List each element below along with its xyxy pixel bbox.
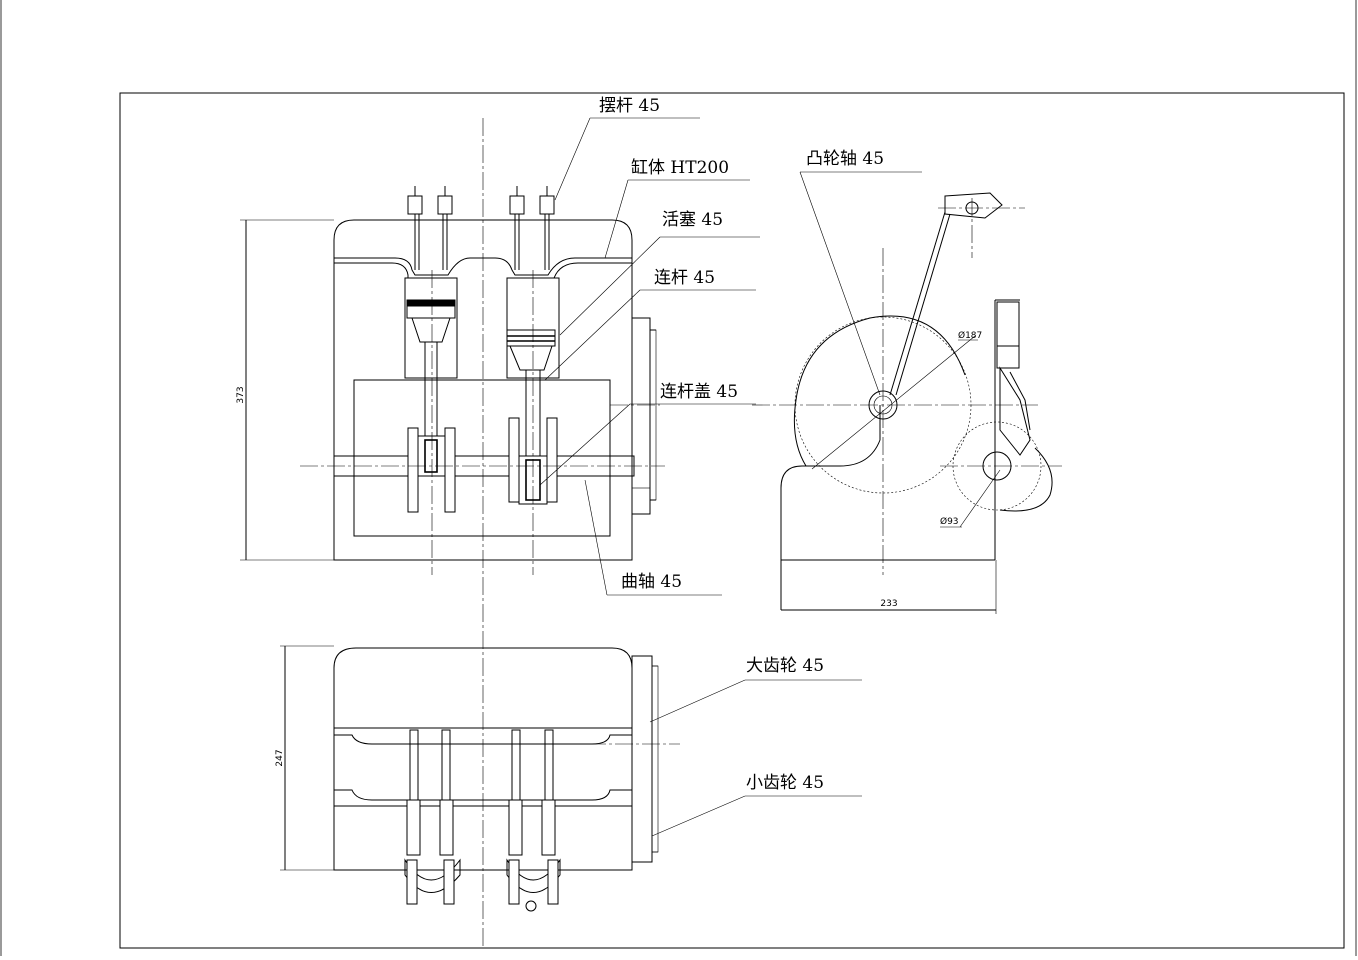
label-crankshaft: 曲轴 45 [621,572,682,592]
cylinder-1 [404,186,458,513]
big-gear-outline [793,315,966,467]
part-labels: 摆杆 45 缸体 HT200 活塞 45 连杆 45 连杆盖 45 曲轴 45 … [539,96,922,837]
label-piston: 活塞 45 [662,210,723,230]
label-rocker: 摆杆 45 [599,96,660,116]
front-height-dim: 373 [236,386,246,403]
label-big-gear: 大齿轮 45 [746,656,824,676]
side-view: Ø187 Ø93 233 [752,192,1062,614]
label-cylinder: 缸体 HT200 [631,157,729,178]
small-gear-pitch [952,421,1042,511]
drawing-border [119,92,1345,949]
label-conrod-cap: 连杆盖 45 [660,382,738,402]
label-conrod: 连杆 45 [654,268,715,288]
side-width-dim: 233 [880,599,897,609]
label-camshaft: 凸轮轴 45 [806,149,884,169]
top-cylinder-2 [506,729,561,912]
label-small-gear: 小齿轮 45 [746,773,824,793]
gear-flange [631,317,651,515]
top-height-dim: 247 [275,749,285,766]
top-view: 247 [275,645,680,912]
cylinder-2 [506,186,560,505]
cylinder-block-outline [333,219,633,561]
crankcase [353,379,611,537]
front-view: 373 [236,186,665,575]
top-cylinder-1 [404,729,461,905]
small-gear-dia-dim: Ø93 [940,516,959,527]
rocker-head [944,192,1003,219]
big-gear-dia-dim: Ø187 [958,330,982,341]
side-base [780,405,881,610]
